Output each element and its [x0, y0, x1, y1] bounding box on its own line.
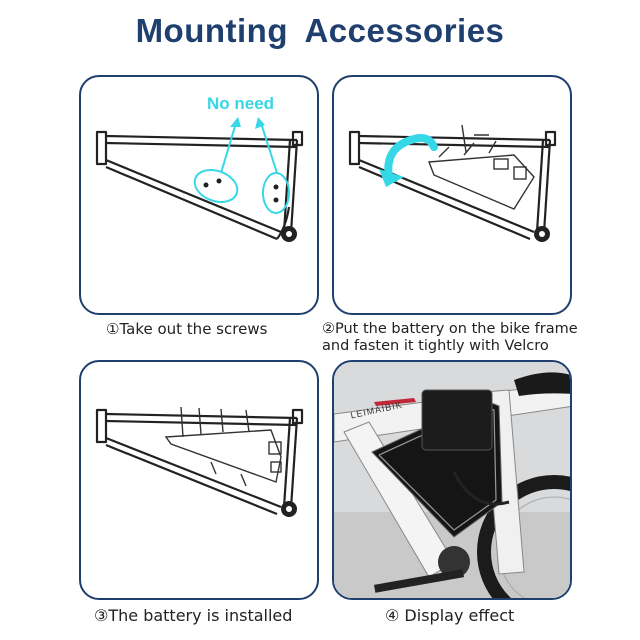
installed-battery-diagram	[95, 406, 304, 517]
step1-panel: No need	[79, 75, 319, 315]
step2-caption-line1: ②Put the battery on the bike frame	[322, 321, 578, 337]
step3-panel	[79, 360, 319, 600]
step4-caption: ④ Display effect	[385, 606, 515, 625]
battery-bag-sketch	[164, 406, 282, 487]
step3-caption: ③The battery is installed	[94, 606, 293, 625]
display-photo	[334, 362, 570, 598]
step2-caption: ②Put the battery on the bike frame and f…	[322, 321, 578, 355]
screw-highlight-2	[262, 172, 290, 214]
page-title: Mounting Accessories	[135, 12, 505, 49]
step4-panel: LEIMAIBIK	[332, 360, 572, 600]
no-need-annotation: No need	[207, 94, 275, 113]
bike-frame-diagram	[95, 117, 304, 242]
screw-highlight-1	[193, 169, 239, 203]
battery-bag-sketch	[428, 124, 535, 210]
step1-caption: ①Take out the screws	[106, 320, 268, 338]
step2-caption-line2: and fasten it tightly with Velcro	[322, 338, 549, 354]
step2-panel	[332, 75, 572, 315]
bike-frame-with-bag-diagram	[348, 124, 557, 242]
rotate-arrow-icon	[379, 134, 438, 187]
